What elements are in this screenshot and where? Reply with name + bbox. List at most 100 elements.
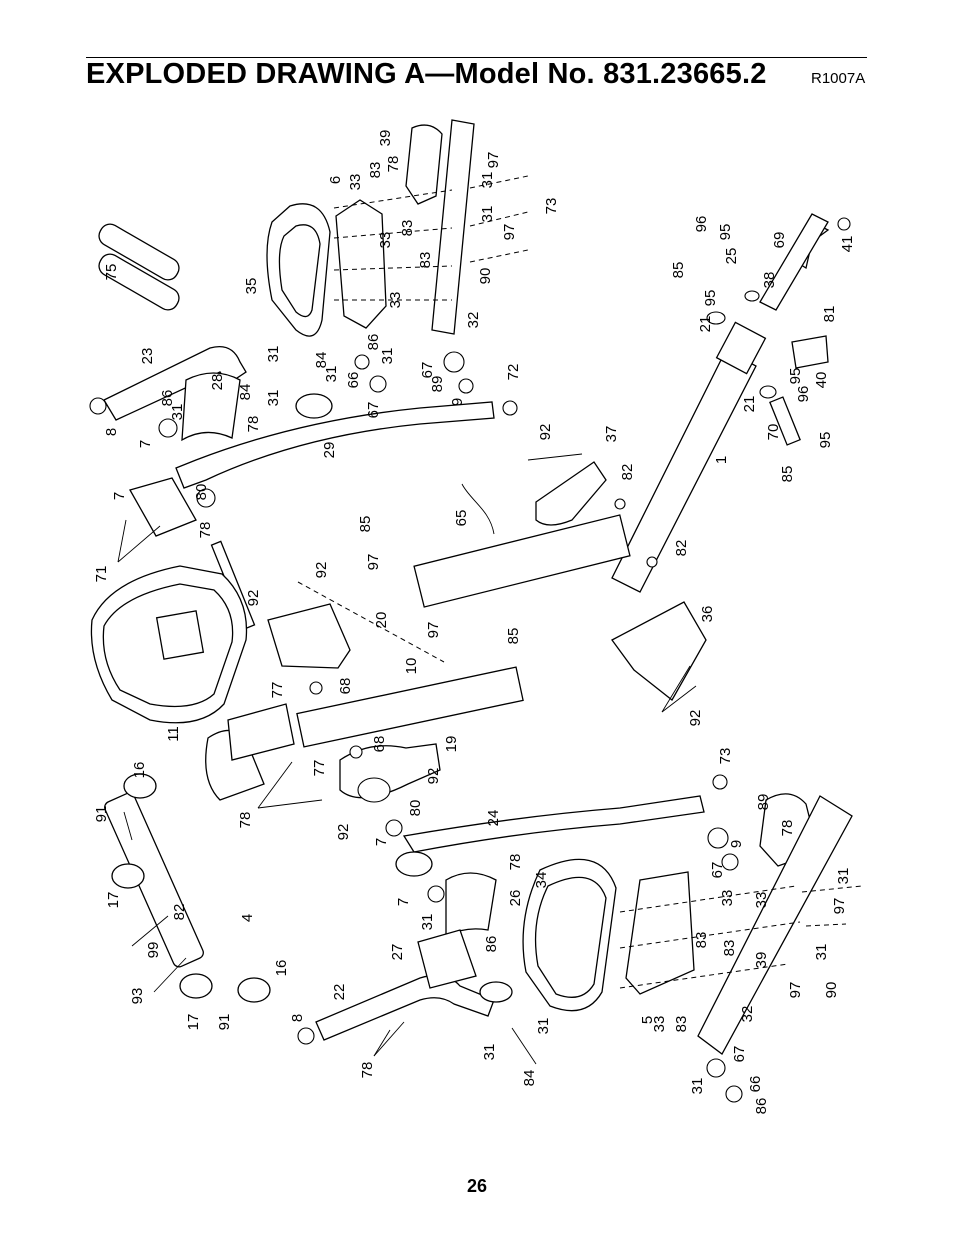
pedal-bearing [706,1058,726,1078]
callout-number: 85 [670,262,687,279]
mount-plate [791,335,829,369]
callout-number: 33 [377,232,394,249]
callout-number: 33 [719,890,736,907]
mast-base [205,729,265,801]
assembly-line [805,923,847,927]
callout-number: 83 [693,932,710,949]
callout-number: 32 [739,1006,756,1023]
callout-number: 29 [321,442,338,459]
callout-number: 85 [357,516,374,533]
callout-number: 83 [399,220,416,237]
callout-number: 83 [367,162,384,179]
callout-number: 35 [243,278,260,295]
callout-number: 78 [507,854,524,871]
callout-number: 7 [373,838,390,846]
callout-number: 77 [311,760,328,777]
callout-number: 77 [269,682,286,699]
lower-handle-assembly [297,774,863,1103]
callout-number: 81 [821,306,838,323]
front-stabilizer [104,792,204,968]
callout-number: 7 [137,440,154,448]
callout-number: 39 [377,130,394,147]
washer [721,853,739,871]
callout-number: 69 [771,232,788,249]
callout-number: 99 [145,942,162,959]
callout-number: 33 [651,1016,668,1033]
arm-shroud [445,872,497,938]
wheel [237,977,271,1003]
leader-line [257,761,293,809]
leader-line [257,799,323,809]
console-mast [296,666,524,748]
arm-shroud [181,372,241,442]
callout-number: 31 [265,346,282,363]
callout-number: 92 [687,710,704,727]
callout-number: 33 [753,892,770,909]
callout-number: 16 [273,960,290,977]
callout-number: 70 [765,424,782,441]
callout-number: 92 [537,424,554,441]
frame-shroud [611,601,707,701]
page-title: EXPLODED DRAWING A—Model No. 831.23665.2 [86,58,767,90]
callout-number: 1 [713,456,730,464]
callout-number: 17 [105,892,122,909]
callout-number: 85 [505,628,522,645]
callout-number: 26 [507,890,524,907]
callout-number: 83 [721,940,738,957]
callout-number: 31 [379,348,396,365]
callout-number: 9 [449,398,466,406]
foam-grip [98,223,180,281]
callout-number: 72 [505,364,522,381]
bushing [706,311,726,325]
callout-number: 38 [761,272,778,289]
post-bracket [535,461,607,526]
lower-link-arm [402,795,705,853]
assembly-line [333,227,453,239]
callout-number: 92 [425,768,442,785]
callout-number: 33 [387,292,404,309]
flywheel-hub [357,777,391,803]
bearing [158,418,178,438]
callout-number: 82 [619,464,636,481]
pivot-bracket [715,321,767,375]
console-display [155,610,205,660]
wheel [111,863,145,889]
wheel [179,973,213,999]
callout-number: 75 [103,264,120,281]
callout-number: 83 [417,252,434,269]
assembly-line [469,175,529,189]
callout-number: 6 [327,176,344,184]
washer [725,1085,743,1103]
callout-number: 90 [823,982,840,999]
callout-number: 21 [741,396,758,413]
callout-number: 86 [365,334,382,351]
callout-number: 22 [331,984,348,1001]
callout-number: 11 [165,726,182,742]
mast-plate [227,703,295,761]
callout-number: 8 [103,428,120,436]
bearing [385,819,403,837]
callout-number: 5 [639,1016,656,1024]
pedal-inner [534,876,607,998]
end-cap [502,400,518,416]
upper-link-arm [175,401,495,489]
lower-shroud [129,477,197,537]
callout-number: 37 [603,426,620,443]
callout-number: 36 [699,606,716,623]
console-mast-bracket [267,603,351,669]
callout-number: 95 [787,368,804,385]
callout-number: 41 [839,236,856,253]
callout-number: 84 [237,384,254,401]
assembly-line [333,189,453,209]
callout-number: 32 [465,312,482,329]
callout-number: 73 [543,198,560,215]
callout-number: 10 [403,658,420,675]
end-cap [89,397,107,415]
callout-number: 82 [673,540,690,557]
front-stabilizer-assembly [104,773,271,1003]
lower-shroud [417,929,477,989]
callout-number: 17 [185,1014,202,1031]
assembly-line [469,249,529,263]
callout-number: 83 [673,1016,690,1033]
